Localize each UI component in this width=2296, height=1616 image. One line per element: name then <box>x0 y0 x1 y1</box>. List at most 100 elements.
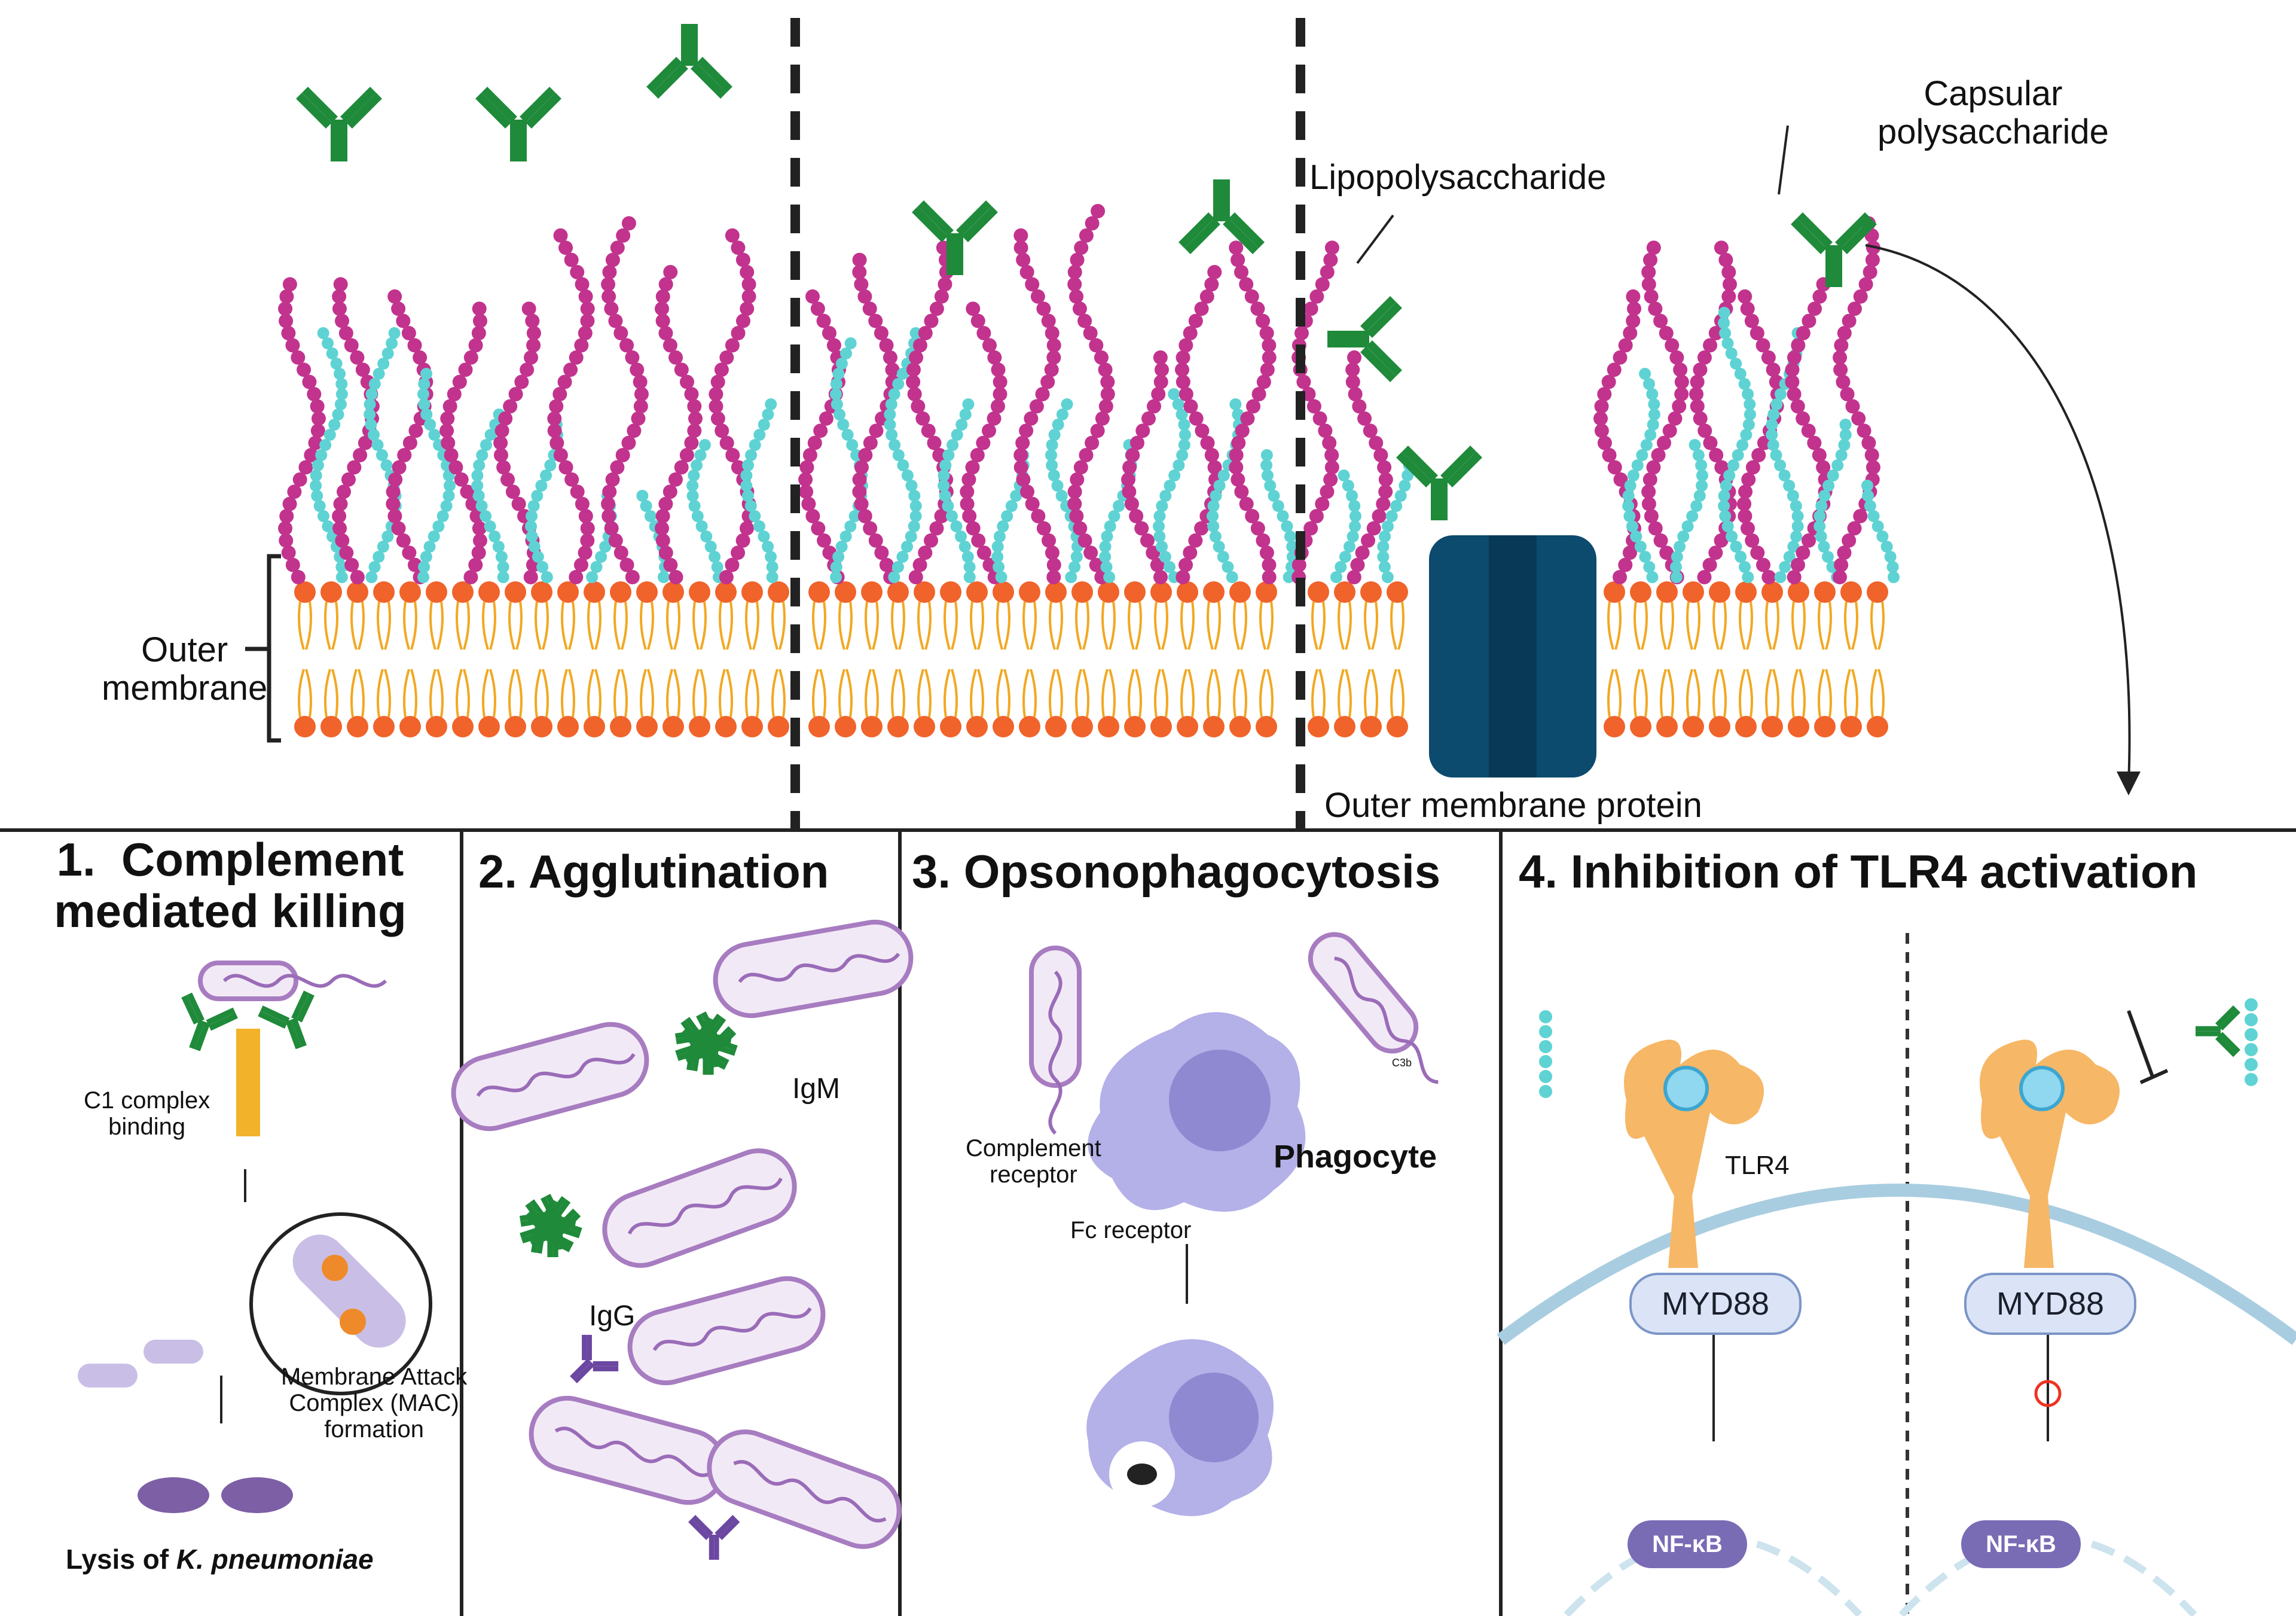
lipid-head <box>1761 716 1783 737</box>
lipid-head <box>584 581 605 603</box>
lipid-head <box>715 581 737 603</box>
lps-chain <box>1622 368 1660 583</box>
capsular-polysaccharide-label: Capsular polysaccharide <box>1877 74 2109 151</box>
capsular-polysaccharide-chain <box>601 216 649 584</box>
lipid-head <box>294 716 316 737</box>
mac-pore-icon <box>340 1309 366 1335</box>
bacterium-icon <box>707 1429 902 1549</box>
antibody-icon <box>912 200 998 275</box>
lipid-head <box>662 716 684 737</box>
phagocyte-nucleus <box>1169 1050 1271 1151</box>
capsular-polysaccharide-chain <box>798 289 846 584</box>
lipid-head <box>347 581 368 603</box>
nucleus-envelope-right <box>1898 1533 2197 1616</box>
outer-membrane-protein-label: Outer membrane protein <box>1324 786 1702 825</box>
lipid-head <box>557 581 579 603</box>
capsule-leader-line <box>1778 125 1789 195</box>
lipid-head <box>1203 581 1225 603</box>
lipid-head <box>610 716 631 737</box>
lipid-head <box>584 716 605 737</box>
lipid-head <box>1709 581 1730 603</box>
lipid-head <box>993 581 1014 603</box>
antibody-icon <box>1396 446 1482 520</box>
antibody-icon <box>1327 296 1402 382</box>
panel-4-title: 4. Inhibition of TLR4 activation <box>1519 845 2198 898</box>
lps-icon <box>2245 1058 2258 1071</box>
lipid-head <box>861 716 883 737</box>
panel-1-title: 1. Complement mediated killing <box>54 833 407 937</box>
lipid-head <box>426 581 447 603</box>
lipid-head <box>1098 581 1119 603</box>
lipid-head <box>1814 581 1836 603</box>
lipid-head <box>1735 716 1757 737</box>
lipid-head <box>399 716 421 737</box>
antibody-icon <box>296 87 382 161</box>
outer-membrane-lipid-bilayer <box>294 581 1888 737</box>
capsular-polysaccharide-chain <box>960 301 1007 584</box>
antibody-icon <box>475 87 561 161</box>
capsular-polysaccharide-chain <box>1067 204 1115 584</box>
lipid-head <box>1229 581 1251 603</box>
lipid-head <box>914 716 935 737</box>
lps-chain <box>1813 419 1852 583</box>
engulfed-bacterium <box>1127 1463 1157 1485</box>
lipid-head <box>835 716 856 737</box>
c3b-label: C3b <box>1392 1057 1412 1069</box>
lipid-head <box>1177 581 1198 603</box>
lipid-head <box>940 716 961 737</box>
lipid-head <box>1630 716 1651 737</box>
lipid-head <box>835 581 856 603</box>
lps-icon <box>2245 998 2258 1011</box>
panel-3-title: 3. Opsonophagocytosis <box>912 845 1441 898</box>
antibody-icon <box>2195 1005 2240 1057</box>
lipid-head <box>1656 716 1678 737</box>
antibody-icon <box>688 1515 740 1560</box>
lipid-head <box>1098 716 1119 737</box>
lipid-head <box>1177 716 1198 737</box>
lipid-head <box>808 716 830 737</box>
lipid-head <box>1867 581 1888 603</box>
lipid-head <box>1045 581 1067 603</box>
lipid-head <box>478 581 500 603</box>
lysed-bacterium <box>221 1477 293 1513</box>
antibody-icon <box>528 1194 582 1248</box>
lps-icon <box>1539 1010 1552 1023</box>
lipid-head <box>1124 716 1146 737</box>
lipid-head <box>373 716 395 737</box>
igm-label: IgM <box>792 1073 841 1105</box>
lipid-head <box>1604 581 1625 603</box>
lipid-head <box>1867 716 1888 737</box>
lps-chain <box>1718 307 1756 583</box>
lipid-head <box>636 581 658 603</box>
bacterium-small <box>144 1340 203 1364</box>
lipid-head <box>1150 581 1172 603</box>
capsular-polysaccharide-chain <box>1121 350 1169 584</box>
nucleus-envelope-left <box>1564 1533 1863 1616</box>
lipid-head <box>887 581 909 603</box>
lipid-head <box>768 716 789 737</box>
tlr4-receptor-icon <box>1980 1039 2120 1268</box>
lipid-head <box>636 716 658 737</box>
lipid-head <box>1604 716 1625 737</box>
tlr4-label: TLR4 <box>1725 1151 1790 1180</box>
lipid-head <box>768 581 789 603</box>
lipid-head <box>1683 716 1704 737</box>
lipid-head <box>1840 581 1862 603</box>
lps-icon <box>1539 1040 1552 1053</box>
lps-chain <box>1670 439 1708 583</box>
capsular-polysaccharide-chain <box>547 228 595 584</box>
lipid-head <box>531 581 552 603</box>
lipid-head <box>966 716 988 737</box>
lipid-head <box>1019 581 1040 603</box>
lipid-head <box>1656 581 1678 603</box>
lipid-head <box>531 716 552 737</box>
lipid-head <box>1788 581 1809 603</box>
phagocyte-nucleus <box>1169 1373 1259 1462</box>
lysed-bacterium <box>138 1477 209 1513</box>
lipid-head <box>1071 716 1093 737</box>
bacterium-icon <box>602 1148 797 1268</box>
lipid-head <box>1788 716 1809 737</box>
bacterium-icon <box>713 919 914 1019</box>
omp-barrel-center <box>1489 535 1537 777</box>
